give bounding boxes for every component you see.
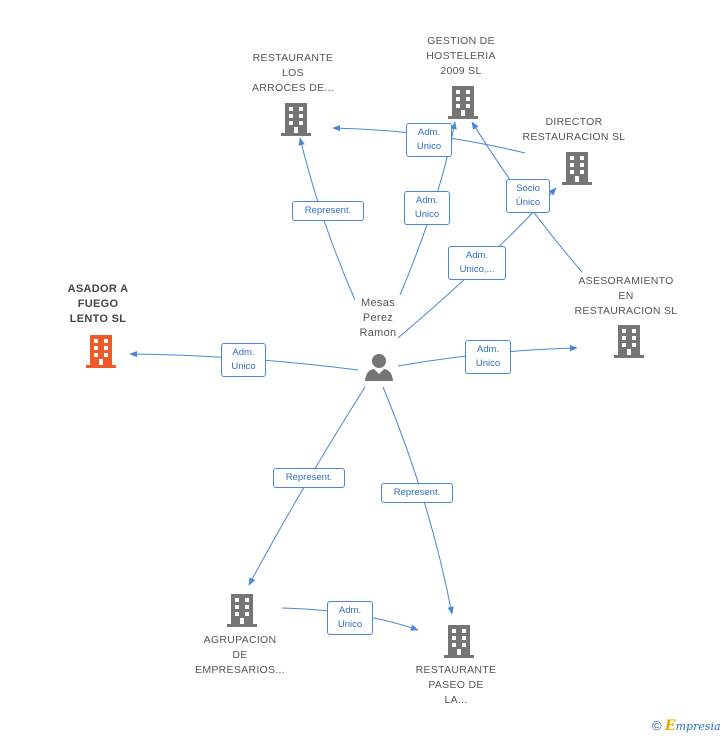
edge-label-line: Represent. (285, 472, 333, 483)
company-label-asador: ASADOR A FUEGO LENTO SL (48, 282, 148, 327)
building-icon-agrupacion[interactable] (227, 593, 257, 627)
company-name-line: RESTAURACION SL (522, 131, 626, 143)
building-icon-asesoramiento[interactable] (614, 324, 644, 358)
edge-label-line: Adm. (476, 344, 500, 355)
edge-label-line: Unico (414, 209, 440, 220)
company-name-line: FUEGO (77, 298, 119, 310)
building-icon-gestion[interactable] (448, 85, 478, 119)
edge-label-line: Adm. (232, 347, 255, 358)
edge-label-line: Represent. (304, 205, 352, 216)
brand-initial: E (664, 718, 676, 734)
edge-label-line: Adm. (415, 195, 439, 206)
company-name-line: HOSTELERIA (426, 50, 496, 62)
edge-label-line: Unico,... (459, 264, 495, 275)
building-icon-director[interactable] (562, 151, 592, 185)
edge-label-adm-unico-agrupacion-paseo[interactable]: Adm. Unico (327, 601, 373, 635)
company-label-agrupacion: AGRUPACION DE EMPRESARIOS... (180, 633, 300, 678)
edge-label-adm-unico-director-arroces[interactable]: Adm. Unico (406, 123, 452, 157)
company-name-line: ASADOR A (67, 283, 129, 295)
edge-label-line: Unico (337, 619, 363, 630)
edge-label-line: Único (515, 197, 541, 208)
edge-label-adm-unico-director[interactable]: Adm. Unico,... (448, 246, 506, 280)
company-name-line: RESTAURANTE (415, 664, 497, 676)
edge-label-adm-unico-gestion[interactable]: Adm. Unico (404, 191, 450, 225)
edge-label-adm-unico-asesoramiento[interactable]: Adm. Unico (465, 340, 511, 374)
edge-label-line: Adm. (338, 605, 362, 616)
brand-rest: mpresia (675, 720, 721, 733)
edge-label-socio-unico[interactable]: Socio Único (506, 179, 550, 213)
company-name-line: LENTO SL (69, 313, 127, 325)
company-name-line: AGRUPACION (203, 634, 277, 646)
building-icon-asador-focus[interactable] (86, 334, 116, 368)
edge-label-line: Adm. (417, 127, 441, 138)
company-name-line: DIRECTOR (545, 116, 603, 128)
company-name-line: ARROCES DE... (251, 82, 335, 94)
company-label-restaurante-arroces: RESTAURANTE LOS ARROCES DE... (238, 51, 348, 96)
person-icon[interactable] (364, 352, 394, 382)
edge-label-represent-agrupacion[interactable]: Represent. (273, 468, 345, 488)
empresia-credit[interactable]: © Empresia (652, 718, 721, 734)
company-name-line: EN (618, 290, 634, 302)
company-name-line: 2009 SL (440, 65, 482, 77)
company-label-paseo: RESTAURANTE PASEO DE LA... (401, 663, 511, 708)
company-name-line: EMPRESARIOS... (195, 664, 285, 676)
edge-label-line: Unico (416, 141, 442, 152)
edge-person-to-agrupacion (248, 386, 366, 586)
copyright-symbol: © (652, 718, 662, 733)
person-name-line: Mesas (361, 297, 395, 309)
company-name-line: RESTAURACION SL (574, 305, 678, 317)
person-name-line: Ramon (359, 327, 397, 339)
company-name-line: LOS (282, 67, 304, 79)
person-label: Mesas Perez Ramon (338, 296, 418, 341)
edge-label-line: Unico (231, 361, 256, 372)
empresia-logo: Empresia (664, 718, 721, 734)
company-name-line: RESTAURANTE (252, 52, 334, 64)
company-name-line: ASESORAMIENTO (578, 275, 674, 287)
edge-label-represent-paseo[interactable]: Represent. (381, 483, 453, 503)
company-name-line: LA... (444, 694, 468, 706)
company-label-asesoramiento: ASESORAMIENTO EN RESTAURACION SL (566, 274, 686, 319)
company-name-line: PASEO DE (428, 679, 484, 691)
edge-label-line: Socio (516, 183, 540, 194)
edge-label-adm-unico-asador[interactable]: Adm. Unico (221, 343, 266, 377)
person-name-line: Perez (362, 312, 394, 324)
edge-label-represent-arroces[interactable]: Represent. (292, 201, 364, 221)
edge-label-line: Unico (475, 358, 501, 369)
edge-label-line: Represent. (393, 487, 441, 498)
edge-label-line: Adm. (465, 250, 489, 261)
building-icon-restaurante-arroces[interactable] (281, 102, 311, 136)
company-label-gestion: GESTION DE HOSTELERIA 2009 SL (411, 34, 511, 79)
company-label-director: DIRECTOR RESTAURACION SL (514, 115, 634, 145)
building-icon-paseo[interactable] (444, 624, 474, 658)
company-name-line: GESTION DE (427, 35, 495, 47)
company-name-line: DE (232, 649, 248, 661)
